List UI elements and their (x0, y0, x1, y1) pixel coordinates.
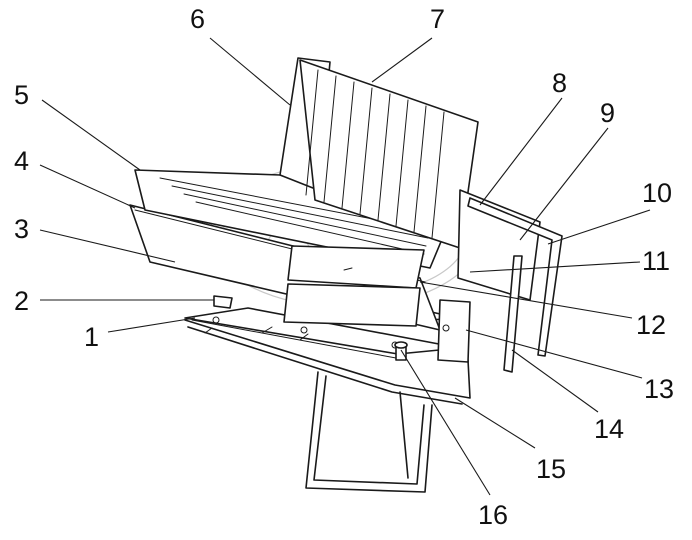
callout-3: 3 (14, 214, 29, 244)
seat-cushion-top (134, 169, 451, 269)
callout-6: 6 (190, 4, 205, 34)
armrest-cushion (287, 245, 425, 289)
callout-9: 9 (600, 98, 615, 128)
callout-16: 16 (478, 500, 508, 530)
leader-lines (39, 37, 651, 496)
long-rod (503, 255, 523, 373)
callout-5: 5 (14, 80, 29, 110)
side-plate (437, 299, 471, 363)
rear-panel (467, 197, 563, 357)
bolt-fastener (394, 341, 408, 361)
callout-2: 2 (14, 286, 29, 316)
callout-7: 7 (430, 4, 445, 34)
callout-11: 11 (642, 246, 670, 276)
callout-1: 1 (84, 322, 99, 352)
callout-12: 12 (636, 310, 666, 340)
callout-10: 10 (642, 178, 672, 208)
bracket-small (213, 295, 233, 309)
callout-15: 15 (536, 454, 566, 484)
callout-4: 4 (14, 146, 29, 176)
callout-13: 13 (644, 374, 674, 404)
seat-frame-legs (184, 319, 471, 493)
callout-14: 14 (594, 414, 624, 444)
callout-8: 8 (552, 68, 567, 98)
callout-labels: 1 2 3 4 5 6 7 8 9 10 11 12 13 14 15 16 (14, 4, 674, 530)
lower-panel (283, 283, 421, 327)
backrest-cushion (299, 59, 479, 249)
